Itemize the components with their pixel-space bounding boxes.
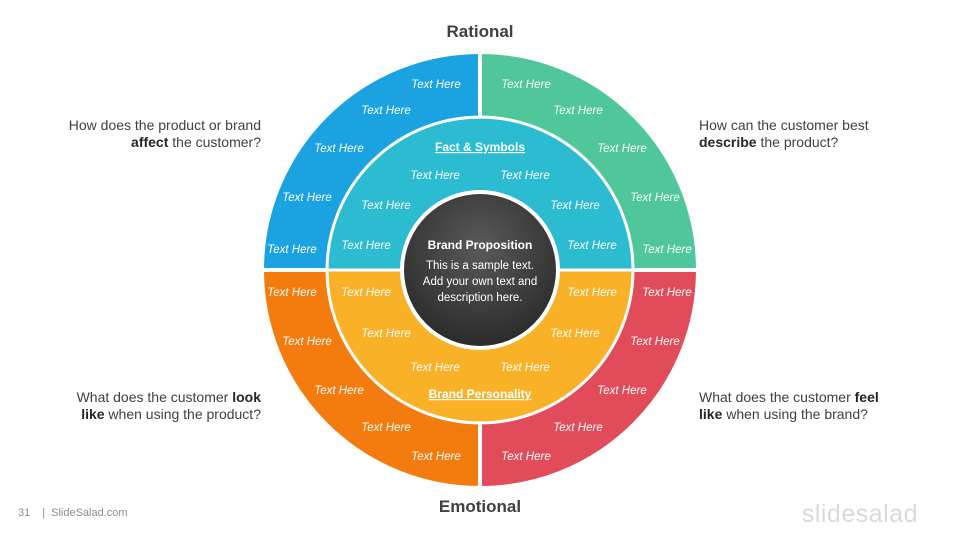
- question-bottom-right-bold2: like: [699, 406, 723, 422]
- question-bottom-left-rest: when using the product?: [104, 406, 261, 422]
- placeholder-text: Text Here: [553, 105, 602, 117]
- placeholder-text: Text Here: [361, 422, 410, 434]
- placeholder-text: Text Here: [410, 170, 459, 182]
- center-circle: [404, 194, 556, 346]
- placeholder-text: Text Here: [567, 240, 616, 252]
- slidesalad-logo: slidesalad: [801, 500, 918, 528]
- placeholder-text: Text Here: [314, 385, 363, 397]
- center-line-2: Add your own text and: [423, 276, 537, 288]
- question-bottom-right-rest: when using the brand?: [722, 406, 868, 422]
- placeholder-text: Text Here: [597, 385, 646, 397]
- placeholder-text: Text Here: [282, 336, 331, 348]
- question-top-right-rest: the product?: [756, 134, 839, 150]
- question-top-right: How can the customer best describe the p…: [699, 117, 929, 151]
- center-line-1: This is a sample text.: [426, 260, 534, 272]
- placeholder-text: Text Here: [500, 362, 549, 374]
- placeholder-text: Text Here: [642, 287, 691, 299]
- center-line-3: description here.: [437, 292, 522, 304]
- question-bottom-left-bold2: like: [81, 406, 105, 422]
- footer-site: SlideSalad.com: [51, 507, 128, 519]
- placeholder-text: Text Here: [282, 192, 331, 204]
- placeholder-text: Text Here: [411, 451, 460, 463]
- placeholder-text: Text Here: [642, 244, 691, 256]
- placeholder-text: Text Here: [550, 328, 599, 340]
- placeholder-text: Text Here: [630, 192, 679, 204]
- placeholder-text: Text Here: [341, 240, 390, 252]
- question-bottom-right: What does the customer feel like when us…: [699, 389, 929, 423]
- question-top-right-line1: How can the customer best: [699, 117, 869, 133]
- inner-top-title: Fact & Symbols: [435, 140, 525, 154]
- placeholder-text: Text Here: [500, 170, 549, 182]
- placeholder-text: Text Here: [501, 451, 550, 463]
- placeholder-text: Text Here: [341, 287, 390, 299]
- page-number: 31: [18, 507, 31, 519]
- placeholder-text: Text Here: [361, 328, 410, 340]
- placeholder-text: Text Here: [597, 143, 646, 155]
- center-title: Brand Proposition: [428, 238, 533, 252]
- question-bottom-right-bold1: feel: [854, 389, 879, 405]
- question-top-left-rest: the customer?: [168, 134, 261, 150]
- footer: 31 | SlideSalad.com: [18, 507, 128, 519]
- question-bottom-left-pre: What does the customer: [76, 389, 233, 405]
- placeholder-text: Text Here: [630, 336, 679, 348]
- question-bottom-left: What does the customer look like when us…: [40, 389, 261, 423]
- question-bottom-left-bold1: look: [232, 389, 261, 405]
- placeholder-text: Text Here: [361, 200, 410, 212]
- question-top-right-bold: describe: [699, 134, 757, 150]
- placeholder-text: Text Here: [410, 362, 459, 374]
- question-top-left-line1: How does the product or brand: [68, 117, 261, 133]
- placeholder-text: Text Here: [361, 105, 410, 117]
- inner-bottom-title: Brand Personality: [429, 387, 532, 401]
- top-axis-label: Rational: [446, 22, 514, 41]
- placeholder-text: Text Here: [411, 79, 460, 91]
- placeholder-text: Text Here: [314, 143, 363, 155]
- placeholder-text: Text Here: [550, 200, 599, 212]
- footer-separator: |: [42, 507, 46, 519]
- question-top-left-bold: affect: [131, 134, 169, 150]
- question-top-left: How does the product or brand affect the…: [40, 117, 261, 151]
- placeholder-text: Text Here: [267, 287, 316, 299]
- bottom-axis-label: Emotional: [438, 497, 522, 516]
- placeholder-text: Text Here: [501, 79, 550, 91]
- question-bottom-right-pre: What does the customer: [699, 389, 855, 405]
- placeholder-text: Text Here: [567, 287, 616, 299]
- placeholder-text: Text Here: [267, 244, 316, 256]
- placeholder-text: Text Here: [553, 422, 602, 434]
